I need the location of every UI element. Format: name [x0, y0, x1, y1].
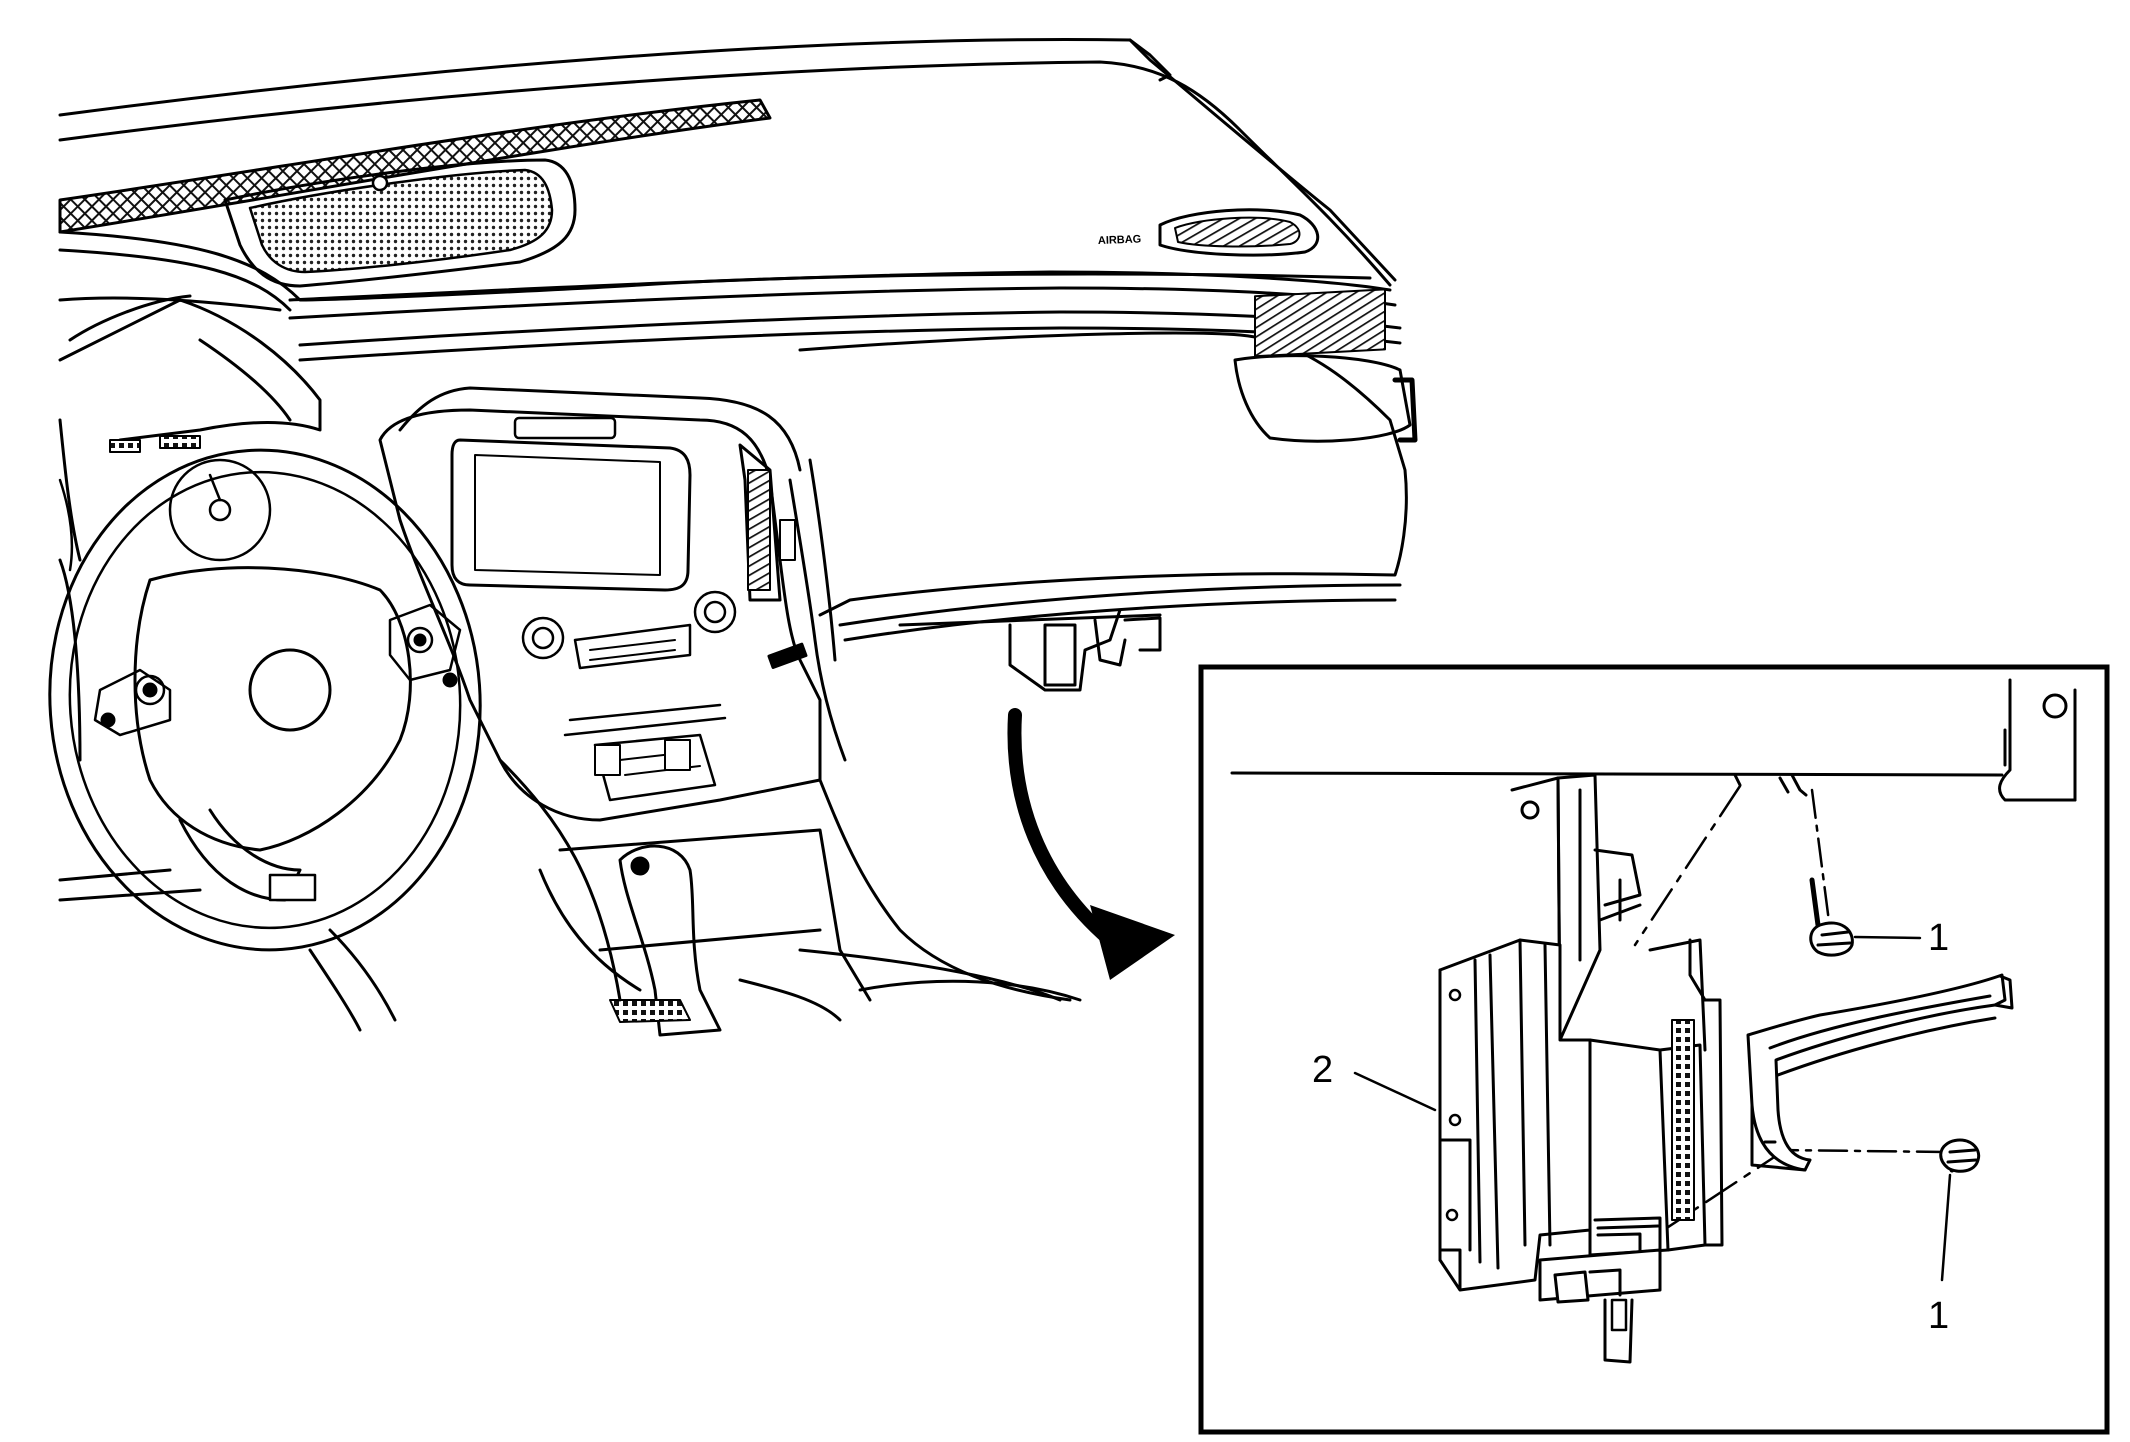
steering-wheel-emblem: [250, 650, 330, 730]
fastener-upper-bolt: [1811, 880, 1853, 955]
speaker-grille: [250, 170, 552, 272]
zoom-arrow: [1014, 715, 1175, 980]
passenger-dash-face: [800, 333, 1406, 615]
speaker-bezel: [225, 160, 575, 286]
center-vent: [740, 445, 780, 600]
cluster-hood: [60, 300, 320, 440]
detail-inset-content: [1232, 680, 2075, 1362]
volume-knob: [523, 618, 563, 658]
climate-controls: [595, 735, 715, 800]
dash-top-edge: [60, 40, 1395, 280]
leader-upper-fastener: [1855, 937, 1920, 938]
dashboard-scene: AIRBAG: [33, 40, 1415, 1035]
passenger-side-vent: [1235, 356, 1410, 441]
passenger-upper-vent: [1160, 210, 1318, 255]
dash-bracket: [1010, 610, 1120, 690]
module-body: [1440, 775, 1722, 1362]
airbag-label: AIRBAG: [1098, 233, 1142, 247]
dash-trim-strip: [290, 272, 1390, 300]
leader-lower-fastener: [1942, 1175, 1950, 1280]
infotainment-screen: [452, 440, 690, 590]
defroster-grille: [60, 100, 770, 232]
steering-wheel-rim: [33, 436, 497, 965]
gear-shifter: [620, 846, 720, 1035]
callout-fastener-lower: 1: [1928, 1295, 1949, 1337]
leader-module: [1355, 1073, 1435, 1110]
gauge-left: [170, 460, 270, 560]
callout-fastener-upper: 1: [1928, 917, 1949, 959]
steering-wheel-hub: [135, 568, 410, 850]
callout-module: 2: [1312, 1049, 1333, 1091]
fastener-lower-bolt: [1941, 1140, 1979, 1171]
tune-knob: [695, 592, 735, 632]
